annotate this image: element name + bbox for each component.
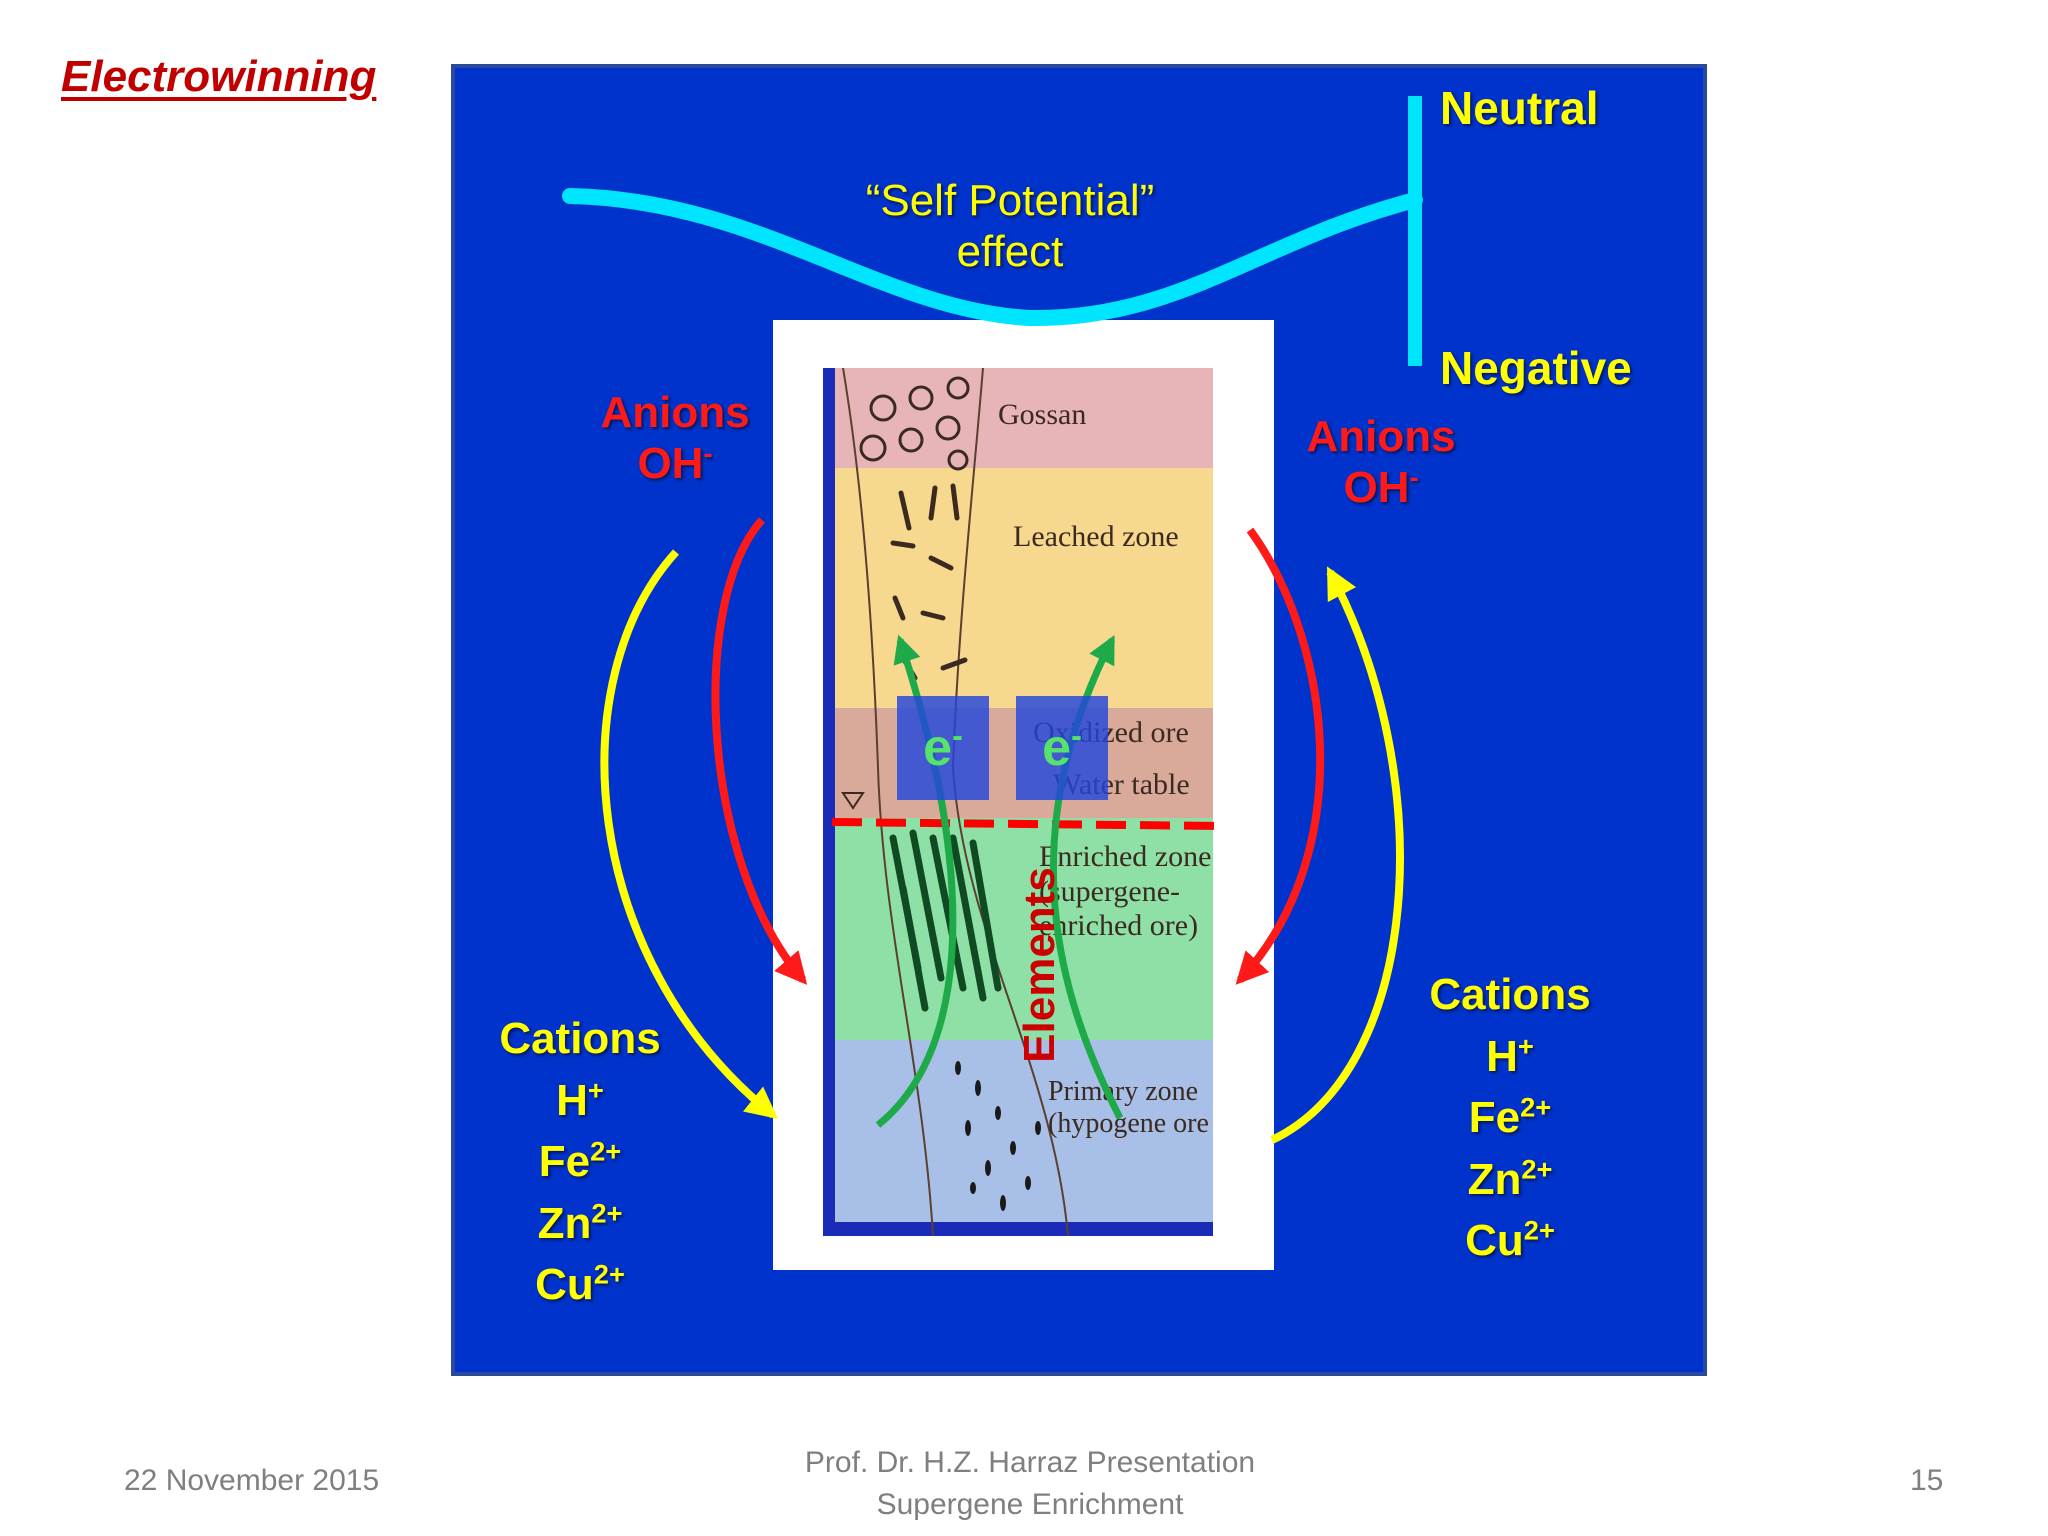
anions-left: Anions OH- bbox=[600, 388, 750, 488]
electron-box-left: e- bbox=[897, 696, 989, 800]
gossan-zone bbox=[835, 368, 1213, 468]
slide-title: Electrowinning bbox=[61, 52, 377, 101]
self-potential-label: “Self Potential” effect bbox=[865, 176, 1155, 276]
anion-arrow-left bbox=[711, 517, 808, 985]
primary-zone bbox=[835, 1040, 1213, 1222]
cations-left: Cations H+ Fe2+ Zn2+ Cu2+ bbox=[499, 1014, 661, 1310]
ore-column: Gossan Leached zone Oxidized ore Water t… bbox=[823, 368, 1213, 1236]
cation-arrow-left bbox=[600, 549, 778, 1120]
leached-zone bbox=[835, 468, 1213, 708]
water-table-line bbox=[831, 818, 1225, 830]
leached-label: Leached zone bbox=[1013, 520, 1179, 553]
cation-arrow-right bbox=[1270, 566, 1404, 1144]
cations-right: Cations H+ Fe2+ Zn2+ Cu2+ bbox=[1429, 970, 1591, 1266]
footer-date: 22 November 2015 bbox=[124, 1464, 380, 1497]
anion-arrow-right bbox=[1235, 527, 1325, 985]
electron-box-right: e- bbox=[1016, 696, 1108, 800]
anions-right: Anions OH- bbox=[1306, 412, 1456, 512]
footer-presenter: Prof. Dr. H.Z. Harraz Presentation Super… bbox=[804, 1446, 1256, 1521]
negative-label: Negative bbox=[1440, 342, 1632, 394]
elements-label: Elements bbox=[1015, 867, 1064, 1063]
neutral-label: Neutral bbox=[1440, 82, 1599, 134]
gossan-label: Gossan bbox=[998, 398, 1087, 431]
self-potential-curve bbox=[562, 188, 1423, 327]
page-number: 15 bbox=[1910, 1464, 1944, 1497]
primary-label: Primary zone (hypogene ore bbox=[1048, 1076, 1209, 1140]
